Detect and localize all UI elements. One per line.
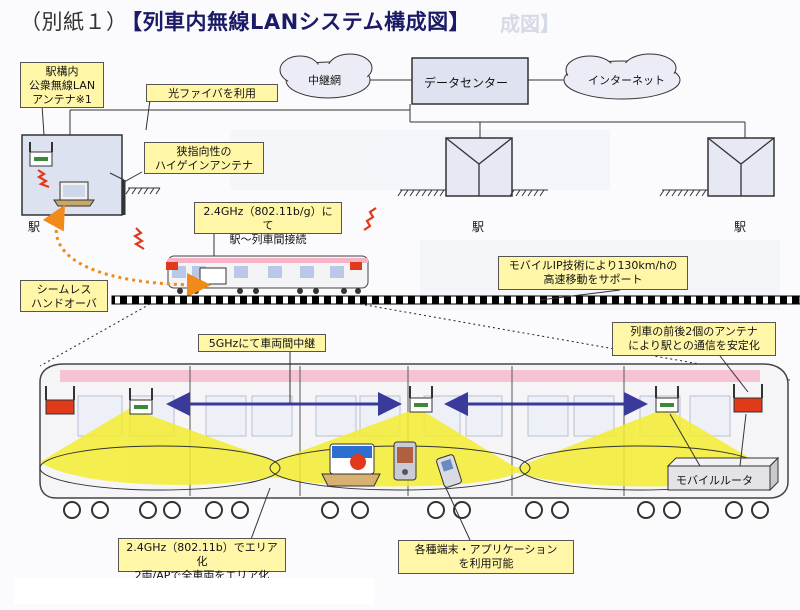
antenna-icon-red-front [45, 386, 75, 415]
cloud-icon-internet [563, 53, 681, 100]
laptop-icon [53, 181, 95, 207]
station-middle [445, 137, 513, 197]
antenna-icon-red-rear [733, 384, 763, 413]
antenna-icon-ap2 [409, 386, 433, 413]
callout-seamless-handover: シームレス ハンドオーバ [20, 280, 108, 312]
station-right [707, 137, 775, 197]
mobile-router [666, 413, 780, 492]
antenna-icon-ap3 [655, 386, 679, 413]
phone-icon-pda [393, 441, 417, 481]
phone-icon-mobile [436, 454, 462, 488]
callout-5ghz-relay: 5GHzにて車両間中継 [198, 334, 326, 352]
relay-network-label: 中継網 [308, 74, 341, 87]
internet-label: インターネット [588, 74, 665, 87]
fiber-lines [69, 104, 746, 138]
callout-station-antenna: 駅構内 公衆無線LAN アンテナ※1 [20, 62, 104, 108]
antenna-icon-station [29, 104, 53, 167]
station-label-right: 駅 [734, 220, 747, 234]
handover-arrow [42, 204, 211, 297]
callout-mobile-ip: モバイルIP技術により130km/hの 高速移動をサポート [498, 256, 688, 290]
ground-hatch [125, 187, 708, 197]
callout-link-24ghz: 2.4GHz（802.11b/g）にて 駅～列車間接続 [194, 202, 342, 246]
callout-terminals: 各種端末・アプリケーション を利用可能 [398, 540, 574, 574]
page-title: （別紙１）【列車内無線LANシステム構成図】 [20, 6, 470, 36]
callout-fiber: 光ファイバを利用 [146, 84, 278, 102]
callout-high-gain: 狭指向性の ハイゲインアンテナ [144, 142, 264, 174]
blank-area [14, 578, 374, 604]
datacenter-box [411, 57, 529, 105]
station-label-middle: 駅 [472, 220, 485, 234]
cloud-icon-relay [279, 53, 373, 99]
train-icon-small [166, 255, 369, 294]
title-prefix: （別紙１） [20, 10, 128, 34]
title-text: 【列車内無線LANシステム構成図】 [131, 10, 471, 34]
callout-area-24ghz: 2.4GHz（802.11b）でエリア化 2両/APで全車両をエリア化 [118, 538, 286, 582]
datacenter-label: データセンター [424, 76, 509, 90]
card-icon [321, 443, 381, 487]
train-icon-large [39, 363, 789, 519]
callout-front-rear-antenna: 列車の前後2個のアンテナ により駅との通信を安定化 [612, 322, 776, 356]
ghost-title: 成図】 [500, 12, 560, 36]
mobile-router-label: モバイルルータ [676, 474, 753, 487]
station-label-left: 駅 [28, 220, 41, 234]
rail-track [111, 295, 800, 305]
antenna-icon-ap1 [129, 388, 153, 415]
